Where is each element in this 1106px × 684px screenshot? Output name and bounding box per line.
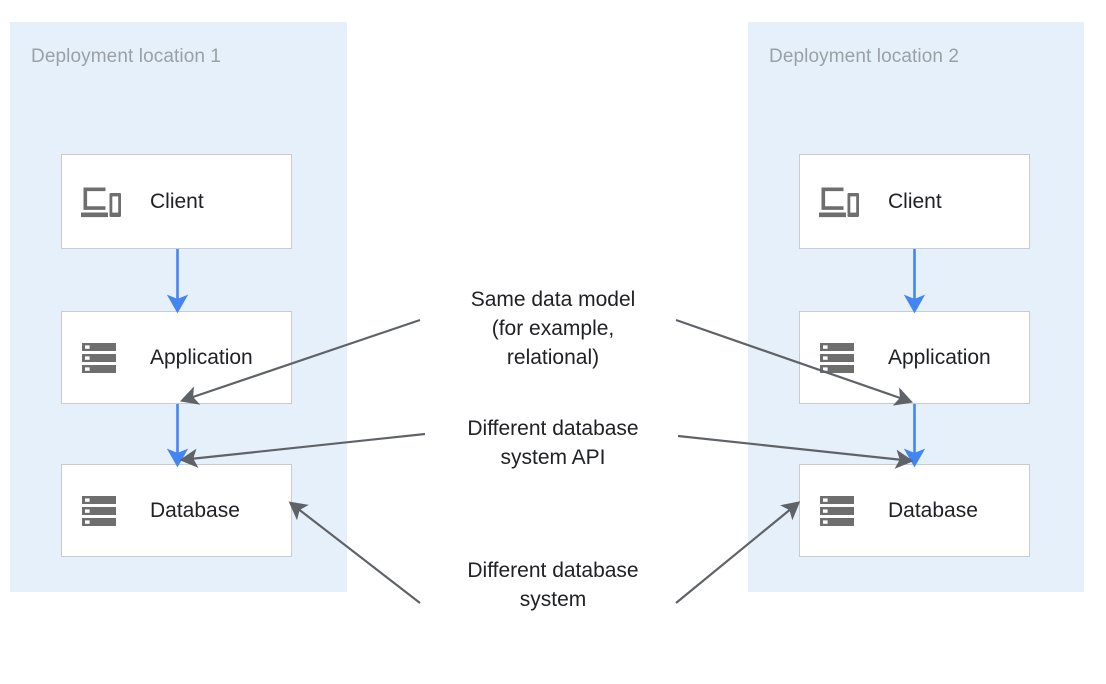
node-label: Client bbox=[150, 189, 204, 213]
server-stack-icon bbox=[80, 493, 122, 529]
node-label: Database bbox=[888, 498, 978, 522]
node-database-location-1[interactable]: Database bbox=[61, 464, 292, 557]
callout-different-database-system-api: Different database system API bbox=[467, 417, 639, 469]
node-label: Client bbox=[888, 189, 942, 213]
node-label: Database bbox=[150, 498, 240, 522]
node-database-location-2[interactable]: Database bbox=[799, 464, 1030, 557]
node-client-location-1[interactable]: Client bbox=[61, 154, 292, 249]
server-stack-icon bbox=[818, 340, 860, 376]
server-stack-icon bbox=[80, 340, 122, 376]
node-label: Application bbox=[888, 345, 991, 369]
client-devices-icon bbox=[818, 184, 860, 220]
client-devices-icon bbox=[80, 184, 122, 220]
node-client-location-2[interactable]: Client bbox=[799, 154, 1030, 249]
deployment-zone-1-title: Deployment location 1 bbox=[31, 46, 222, 67]
callout-same-data-model: Same data model (for example, relational… bbox=[470, 288, 636, 369]
node-application-location-1[interactable]: Application bbox=[61, 311, 292, 404]
server-stack-icon bbox=[818, 493, 860, 529]
node-application-location-2[interactable]: Application bbox=[799, 311, 1030, 404]
deployment-zone-2-title: Deployment location 2 bbox=[769, 46, 960, 67]
node-label: Application bbox=[150, 345, 253, 369]
callout-different-database-system: Different database system bbox=[467, 559, 639, 611]
